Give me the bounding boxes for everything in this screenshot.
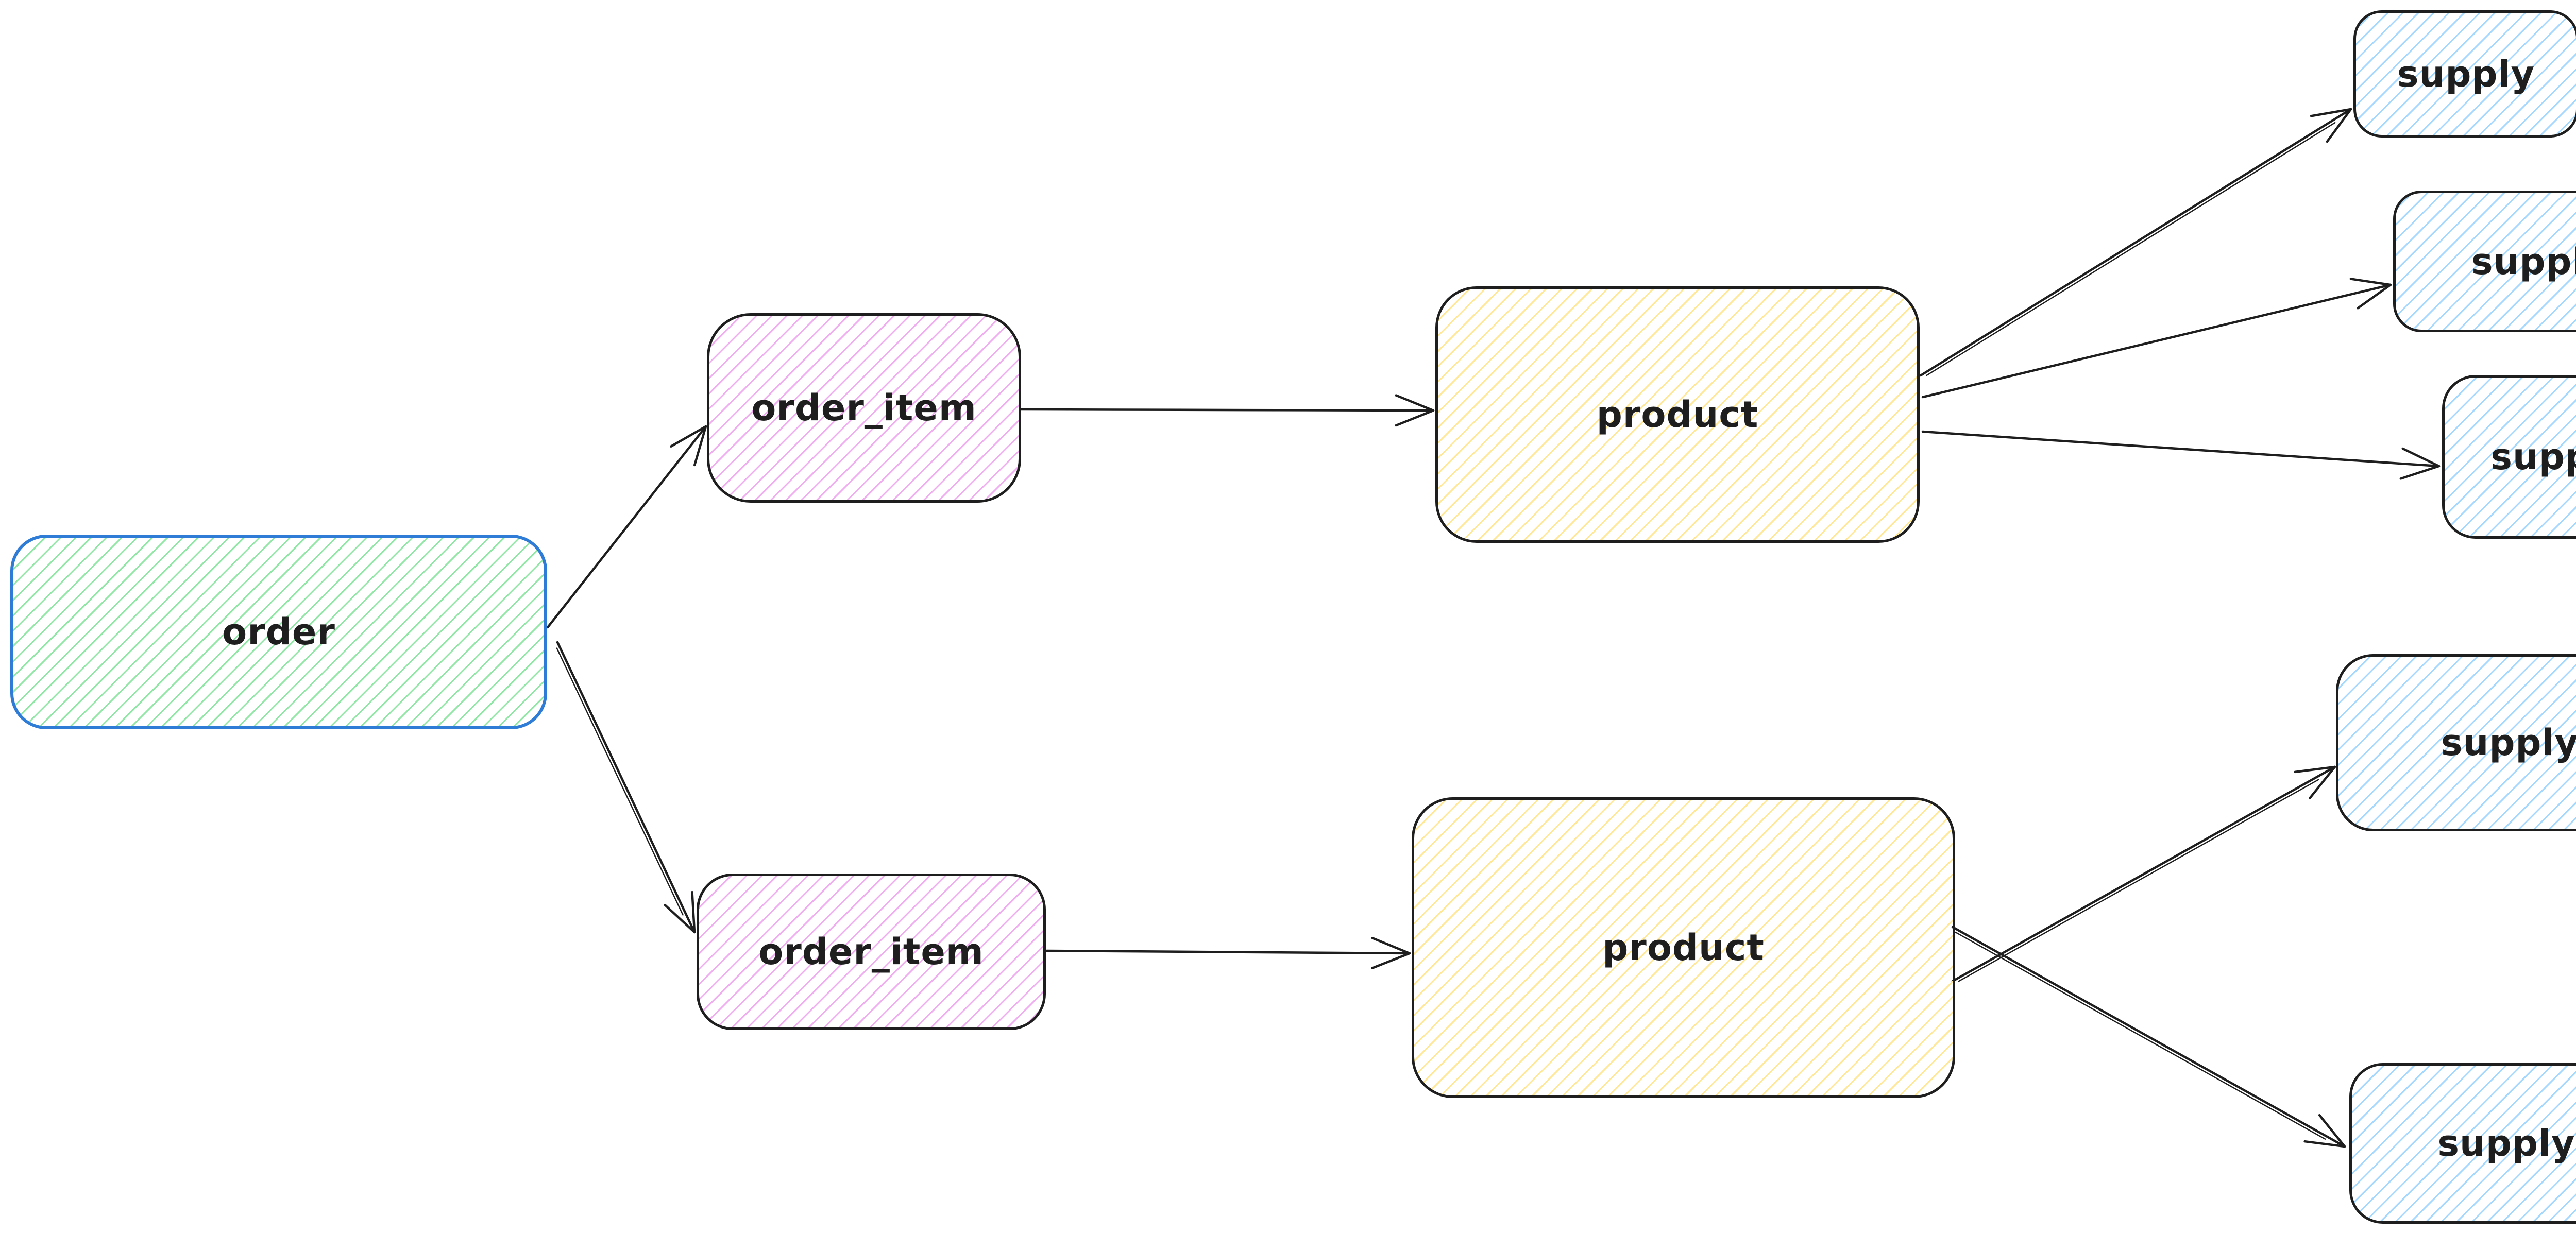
node-label-order_item_1: order_item [751, 387, 977, 429]
node-order_item_1[interactable]: order_item [707, 313, 1021, 503]
node-supply_2[interactable]: supply [2393, 191, 2576, 332]
edge-order-to-order_item_1[interactable] [546, 425, 707, 629]
node-label-product_2: product [1602, 927, 1765, 969]
node-label-supply_1: supply [2397, 53, 2535, 95]
node-order_item_2[interactable]: order_item [697, 874, 1046, 1030]
edge-product_1-to-supply_2[interactable] [1921, 283, 2392, 399]
edge-product_2-to-supply_4[interactable] [1951, 765, 2336, 983]
edge-order_item_2-to-product_2[interactable] [1045, 949, 1411, 955]
node-label-order: order [222, 611, 335, 653]
node-label-supply_4: supply [2441, 722, 2576, 764]
node-supply_4[interactable]: supply [2336, 654, 2576, 831]
node-label-supply_2: supply [2471, 240, 2576, 283]
node-product_1[interactable]: product [1435, 286, 1920, 543]
node-supply_3[interactable]: supply [2442, 375, 2576, 539]
edge-order_item_1-to-product_1[interactable] [1020, 408, 1435, 412]
node-order[interactable]: order [10, 535, 547, 729]
edge-product_2-to-supply_5[interactable] [1951, 926, 2346, 1148]
edge-order-to-order_item_2[interactable] [556, 641, 696, 934]
node-supply_1[interactable]: supply [2353, 10, 2576, 138]
node-label-order_item_2: order_item [758, 931, 984, 973]
edge-product_1-to-supply_1[interactable] [1919, 108, 2352, 377]
edge-product_1-to-supply_3[interactable] [1921, 430, 2441, 468]
node-label-supply_3: supply [2490, 436, 2576, 478]
node-product_2[interactable]: product [1412, 797, 1955, 1098]
node-label-supply_5: supply [2437, 1122, 2575, 1164]
node-label-product_1: product [1596, 393, 1759, 436]
node-supply_5[interactable]: supply [2349, 1063, 2576, 1224]
